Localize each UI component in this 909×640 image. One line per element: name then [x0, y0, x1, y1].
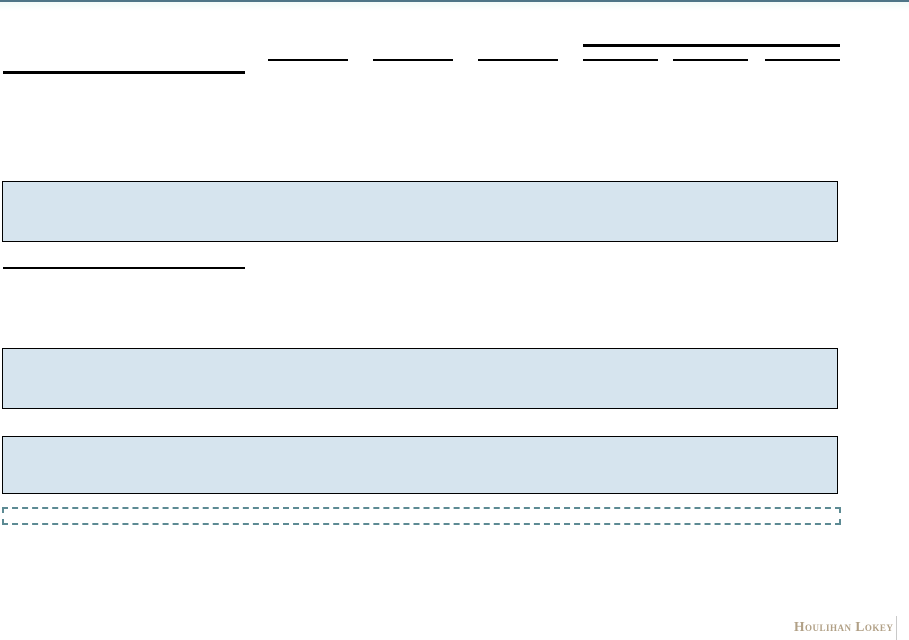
column-rule: [268, 59, 348, 61]
column-rule: [583, 59, 658, 61]
content-placeholder-panel[interactable]: [2, 181, 838, 242]
top-accent-fade: [0, 2, 909, 11]
column-rule: [765, 59, 840, 61]
column-rule: [373, 59, 453, 61]
content-placeholder-panel[interactable]: [2, 436, 838, 494]
footer-divider-line: [896, 616, 897, 640]
column-rule: [478, 59, 558, 61]
houlihan-lokey-logo: Houlihan Lokey: [794, 619, 894, 634]
dashed-placeholder-box[interactable]: [2, 507, 841, 525]
content-placeholder-panel[interactable]: [2, 348, 838, 409]
top-accent-bar: [0, 0, 909, 2]
table-header-group-rule: [583, 44, 840, 47]
section-title-rule: [3, 267, 245, 269]
page-title-rule: [3, 71, 245, 74]
column-rule: [673, 59, 748, 61]
